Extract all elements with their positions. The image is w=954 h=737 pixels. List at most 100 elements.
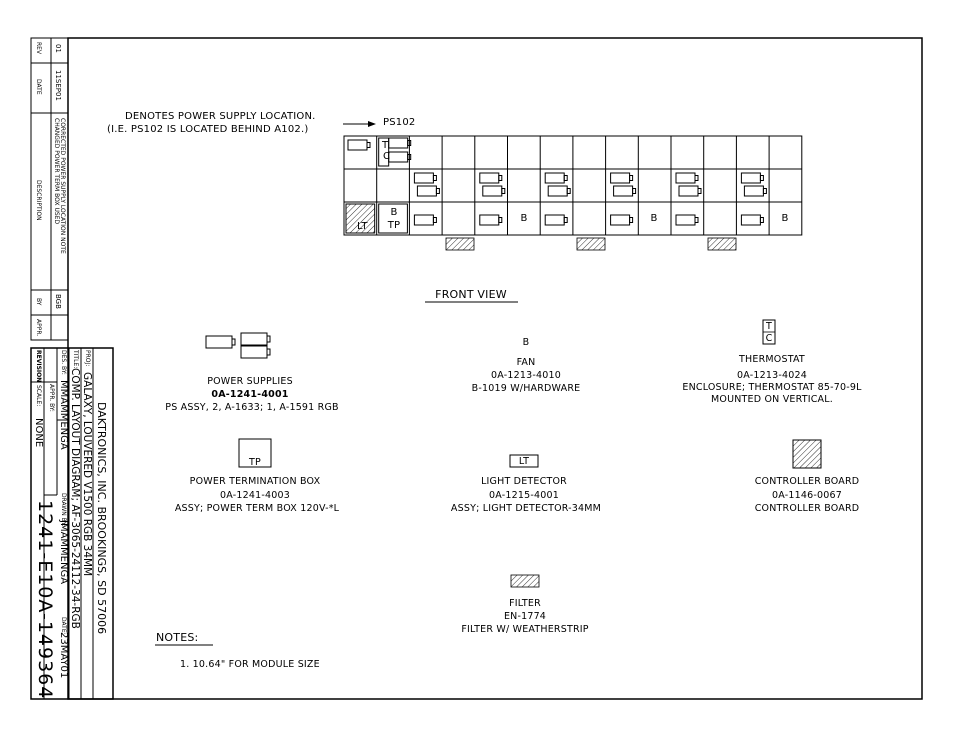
power-supplies-part: 0A-1241-4001 — [211, 389, 289, 400]
term-box-symbol-label: TP — [249, 457, 261, 468]
drawing-title: COMP. LAYOUT DIAGRAM; AF-3065-24112-34-R… — [69, 368, 81, 629]
thermostat-sym-c: C — [765, 333, 773, 344]
power-supply-tab — [694, 217, 699, 223]
rev-value: 01 — [54, 44, 62, 53]
module-grid — [343, 135, 803, 236]
grid-fan-b: B — [650, 213, 658, 224]
filter-symbol — [510, 574, 540, 588]
power-supply-tab — [407, 154, 412, 160]
power-supply-icon — [675, 172, 696, 184]
appr-by-label: APPR. BY: — [48, 384, 55, 412]
desc-line-1: CORRECTED POWER SUPPLY LOCATION NOTE — [59, 118, 66, 254]
filter-name: FILTER — [509, 598, 541, 609]
power-supply-tab — [498, 217, 503, 223]
fan-symbol: B — [522, 337, 530, 348]
date-value: 11SEP01 — [54, 70, 62, 101]
controller-board-mark — [445, 237, 475, 251]
controller-desc: CONTROLLER BOARD — [754, 503, 860, 514]
scale-label: SCALE: — [35, 385, 42, 407]
power-supply-icon — [610, 172, 631, 184]
power-supply-tab — [432, 217, 437, 223]
power-supplies-symbol — [205, 332, 271, 359]
thermostat-desc: ENCLOSURE; THERMOSTAT 85-70-9L — [682, 382, 862, 393]
power-supply-icon — [388, 151, 409, 163]
power-supplies-name: POWER SUPPLIES — [207, 376, 293, 387]
by-value: BGB — [54, 294, 62, 309]
term-box-part: 0A-1241-4003 — [220, 490, 290, 501]
thermostat-sym-t: T — [765, 321, 773, 332]
power-supply-tab — [501, 188, 506, 194]
grid-fan-b: B — [520, 213, 528, 224]
power-supply-tab — [632, 188, 637, 194]
drawing-number: 1241-E10A-149364 — [34, 500, 56, 700]
fan-part: 0A-1213-4010 — [491, 370, 561, 381]
power-supply-icon — [743, 185, 764, 197]
filter-desc: FILTER W/ WEATHERSTRIP — [461, 624, 589, 635]
callout-line1: DENOTES POWER SUPPLY LOCATION. — [125, 111, 316, 122]
power-supply-icon — [544, 214, 565, 226]
power-supply-tab — [759, 175, 764, 181]
power-supply-icon — [482, 185, 503, 197]
revision-table — [30, 37, 69, 341]
power-supply-tab — [629, 175, 634, 181]
power-supply-tab — [407, 140, 412, 146]
power-supply-icon — [479, 172, 500, 184]
callout-line2: (I.E. PS102 IS LOCATED BEHIND A102.) — [107, 124, 309, 135]
fan-desc: B-1019 W/HARDWARE — [471, 383, 581, 394]
power-supply-icon — [675, 214, 696, 226]
thermostat-note: MOUNTED ON VERTICAL. — [711, 394, 833, 405]
light-detector-symbol-label: LT — [518, 456, 530, 467]
rev-header: REV — [35, 42, 42, 55]
power-supply-icon — [479, 214, 500, 226]
power-supply-icon — [613, 185, 634, 197]
power-supply-tab — [435, 188, 440, 194]
fan-name: FAN — [516, 357, 536, 368]
grid-thermostat-t: T — [382, 140, 389, 151]
term-box-name: POWER TERMINATION BOX — [189, 476, 321, 487]
power-supply-icon — [416, 185, 437, 197]
notes-item-1: 1. 10.64" FOR MODULE SIZE — [180, 659, 320, 670]
term-box-symbol — [238, 438, 272, 468]
title-block — [30, 347, 114, 700]
grid-term-box-tp: TP — [387, 220, 401, 231]
date-header: DATE — [35, 79, 42, 95]
grid-thermostat-c: C — [383, 151, 391, 162]
drawing-border — [67, 37, 923, 700]
company-name: DAKTRONICS, INC. BROOKINGS, SD 57006 — [95, 402, 108, 635]
desc-header: DESCRIPTION — [35, 180, 42, 221]
light-detector-name: LIGHT DETECTOR — [481, 476, 567, 487]
power-supply-icon — [740, 172, 761, 184]
front-view-label: FRONT VIEW — [435, 288, 507, 301]
thermostat-part: 0A-1213-4024 — [737, 370, 807, 381]
desc-line-2: CHANGED POWER TERM BOX USED — [53, 118, 60, 225]
grid-fan-b: B — [390, 207, 398, 218]
by-header: BY — [35, 298, 42, 306]
appr-header: APPR. — [35, 319, 42, 337]
power-supply-tab — [498, 175, 503, 181]
callout-arrow — [343, 121, 376, 127]
designer: MMAMMENGA — [58, 380, 69, 450]
term-box-cell — [378, 203, 408, 234]
grid-light-detector-lt: LT — [357, 221, 368, 232]
power-supply-tab — [566, 188, 571, 194]
notes-heading: NOTES: — [156, 631, 199, 644]
thermostat-name: THERMOSTAT — [739, 354, 805, 365]
controller-board-mark — [576, 237, 606, 251]
drawing-date: 23MAY01 — [58, 632, 69, 679]
power-supply-tab — [366, 142, 371, 148]
thermostat-cell — [378, 137, 390, 167]
power-supply-icon — [413, 214, 434, 226]
light-detector-desc: ASSY; LIGHT DETECTOR-34MM — [450, 503, 602, 514]
power-supply-tab — [697, 188, 702, 194]
des-label: DES. BY: — [60, 350, 67, 375]
project-name: GALAXY, LOUVERED V1500 RGB 34MM — [81, 372, 93, 577]
revision-label: REVISION — [35, 350, 42, 383]
term-box-desc: ASSY; POWER TERM BOX 120V-*L — [174, 503, 340, 514]
power-supply-tab — [759, 217, 764, 223]
grid-fan-b: B — [781, 213, 789, 224]
scale-value: NONE — [33, 418, 44, 448]
power-supply-icon — [413, 172, 434, 184]
power-supply-icon — [678, 185, 699, 197]
controller-part: 0A-1146-0067 — [772, 490, 842, 501]
